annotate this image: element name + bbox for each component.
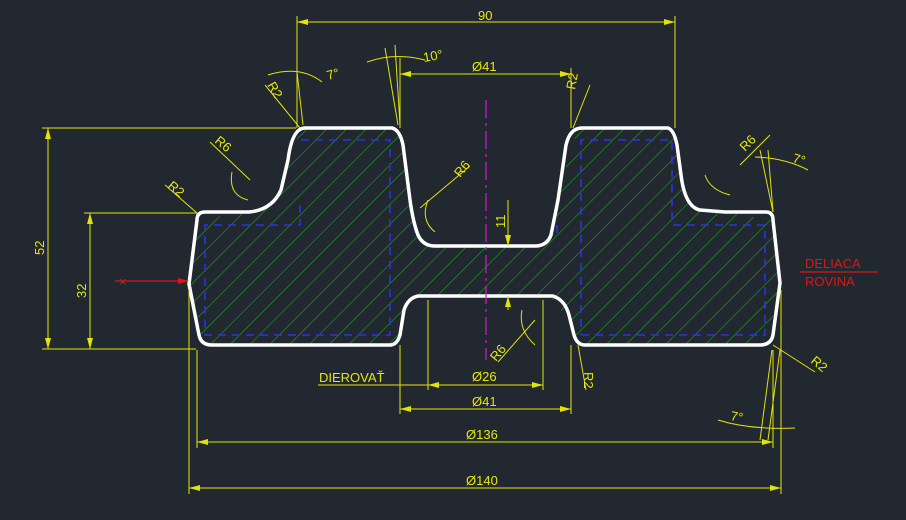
hatch-fill	[189, 128, 780, 345]
dim-width-140: Ø140	[466, 473, 498, 488]
pierce-note: DIEROVAŤ	[319, 370, 385, 385]
dim-height-32: 32	[74, 284, 89, 298]
parting-plane-marker: × DELIACA ROVINA	[115, 256, 878, 289]
radius-r2-lower-center: R2	[581, 372, 596, 389]
radius-r6-left-upper: R6	[212, 133, 234, 155]
dim-gap-11: 11	[493, 215, 508, 229]
dim-height-52: 52	[32, 241, 47, 255]
radius-r2-top-right: R2	[563, 72, 581, 91]
parting-line-label-1: DELIACA	[805, 256, 861, 271]
draft-angle-bottom-right: 7°	[729, 408, 744, 425]
draft-angle-top-left: 7°	[325, 65, 341, 83]
radius-r2-right-bottom: R2	[808, 353, 830, 375]
dim-width-90: 90	[478, 8, 492, 23]
draft-angle-right: 7°	[791, 150, 807, 168]
parting-line-label-2: ROVINA	[805, 274, 855, 289]
dimension-lines	[42, 16, 816, 494]
svg-text:×: ×	[119, 274, 127, 289]
dim-upper-bore: Ø41	[472, 59, 497, 74]
dim-width-136: Ø136	[466, 427, 498, 442]
part-outline	[187, 126, 782, 347]
draft-angle-top-center: 10°	[422, 47, 444, 65]
dim-lower-bore: Ø41	[472, 394, 497, 409]
radius-r6-center: R6	[451, 158, 473, 180]
radius-r6-lower: R6	[487, 342, 509, 364]
radius-r2-top-left: R2	[264, 79, 285, 101]
radius-r6-right: R6	[737, 132, 759, 154]
radius-r2-left-mid: R2	[165, 178, 187, 200]
arrowheads	[45, 19, 781, 491]
part-section	[187, 100, 782, 360]
dim-inner-bore: Ø26	[472, 369, 497, 384]
